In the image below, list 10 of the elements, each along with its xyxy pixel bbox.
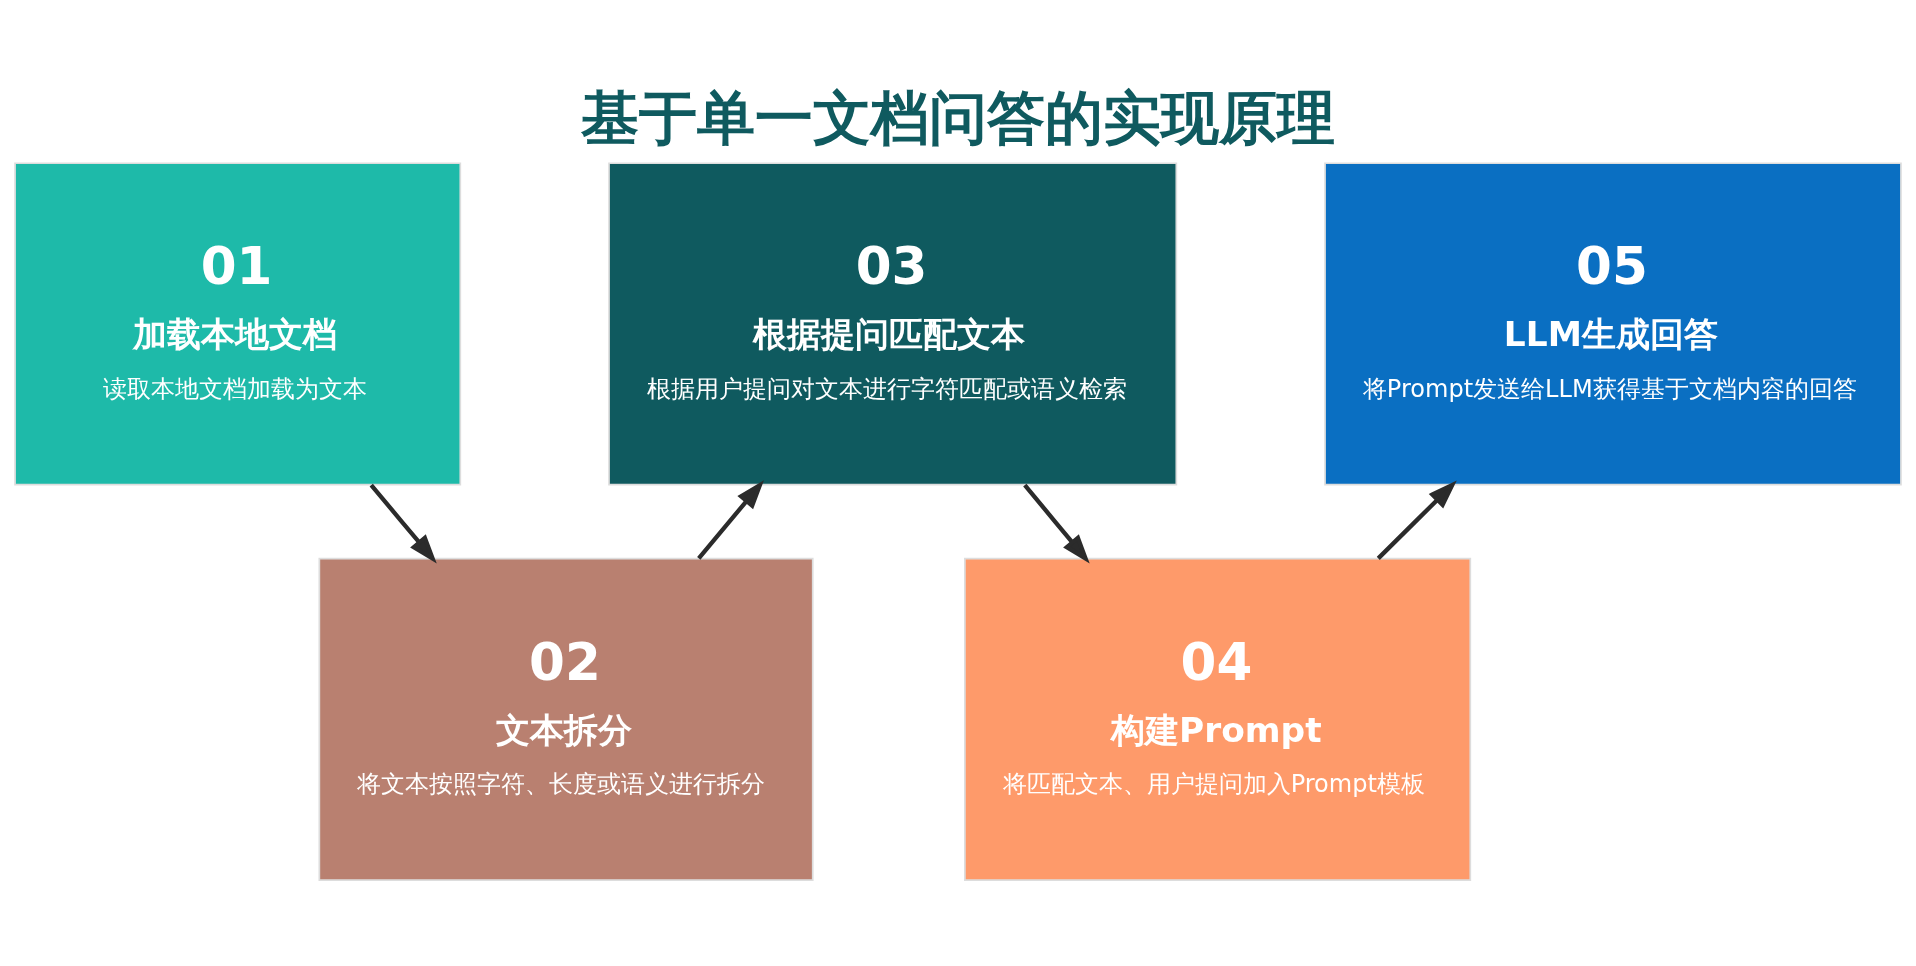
node-box: 05 LLM生成回答 将Prompt发送给LLM获得基于文档内容的回答 bbox=[1324, 162, 1902, 486]
arrow bbox=[697, 480, 764, 560]
node-box: 03 根据提问匹配文本 根据用户提问对文本进行字符匹配或语义检索 bbox=[608, 162, 1178, 486]
arrow bbox=[1376, 480, 1457, 560]
arrow bbox=[1023, 483, 1090, 564]
node-box: 04 构建Prompt 将匹配文本、用户提问加入Prompt模板 bbox=[964, 557, 1472, 881]
node-box: 02 文本拆分 将文本按照字符、长度或语义进行拆分 bbox=[318, 557, 814, 881]
node-box: 01 加载本地文档 读取本地文档加载为文本 bbox=[14, 162, 462, 486]
diagram-title: 基于单一文档问答的实现原理 bbox=[580, 83, 1335, 152]
arrow bbox=[369, 483, 437, 564]
